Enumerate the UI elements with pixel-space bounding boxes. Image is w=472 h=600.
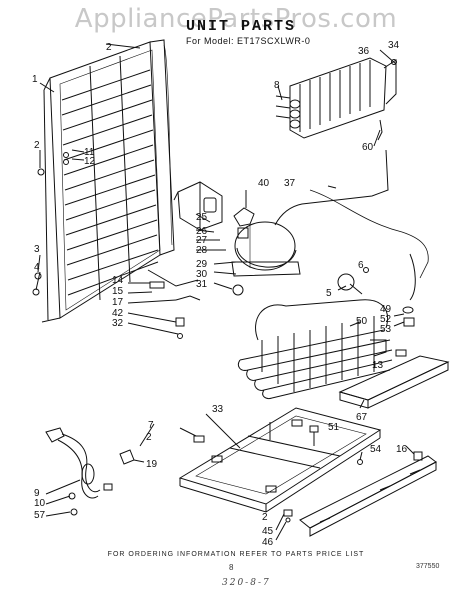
callout-34: 34: [388, 40, 400, 51]
base-frame: [180, 408, 380, 512]
callout-25: 25: [196, 212, 208, 223]
watermark: AppliancePartsPros.com: [74, 4, 398, 34]
callout-10: 10: [34, 498, 46, 509]
callout-45: 45: [262, 526, 274, 537]
callout-26: 26: [196, 226, 208, 237]
callout-60: 60: [362, 142, 374, 153]
callout-53: 53: [380, 324, 392, 335]
callout-1: 1: [32, 74, 38, 85]
callout-9: 9: [34, 488, 40, 499]
callout-2: 2: [106, 42, 112, 53]
callout-15: 15: [112, 286, 124, 297]
callout-33: 33: [212, 404, 224, 415]
callout-16: 16: [396, 444, 408, 455]
callout-8: 8: [274, 80, 280, 91]
callout-52: 52: [380, 314, 392, 325]
callout-28: 28: [196, 245, 208, 256]
handwritten-mark: 320-8-7: [222, 578, 271, 588]
callout-17: 17: [112, 297, 124, 308]
ordering-info-note: FOR ORDERING INFORMATION REFER TO PARTS …: [107, 551, 365, 558]
base-rail: [300, 456, 436, 536]
callout-67: 67: [356, 412, 368, 423]
callout-4: 4: [34, 262, 40, 273]
callout-32: 32: [112, 318, 124, 329]
drain-pan: [340, 350, 448, 408]
callout-19: 19: [146, 459, 158, 470]
callout-31: 31: [196, 279, 208, 290]
relay-bracket: [174, 182, 222, 230]
callout-7: 7: [148, 420, 154, 431]
compressor: [232, 222, 300, 295]
evaporator-coil: [42, 40, 174, 322]
callout-40: 40: [258, 178, 270, 189]
callout-49: 49: [380, 304, 392, 315]
callout-27: 27: [196, 235, 208, 246]
callout-2: 2: [262, 512, 268, 523]
callout-29: 29: [196, 259, 208, 270]
callout-13: 13: [372, 360, 384, 371]
callout-54: 54: [370, 444, 382, 455]
callout-50: 50: [356, 316, 368, 327]
callout-11: 11: [84, 147, 95, 158]
callout-51: 51: [328, 422, 340, 433]
condenser: [276, 50, 397, 138]
callout-3: 3: [34, 244, 40, 255]
callout-12: 12: [84, 156, 96, 167]
callout-5: 5: [326, 288, 332, 299]
callout-labels: 2 1 2 11 12 3 4 14 15 17 42 32 25 26 27 …: [32, 40, 408, 548]
callout-6: 6: [358, 260, 364, 271]
power-cord: [46, 428, 112, 515]
callout-37: 37: [284, 178, 296, 189]
callout-42: 42: [112, 308, 124, 319]
callout-14: 14: [112, 275, 124, 286]
diagram-title: UNIT PARTS: [186, 18, 297, 35]
callout-57: 57: [34, 510, 46, 521]
diagram-subtitle: For Model: ET17SCXLWR-0: [186, 36, 311, 46]
document-number: 377550: [416, 563, 440, 570]
callout-36: 36: [358, 46, 370, 57]
callout-46: 46: [262, 537, 274, 548]
callout-2: 2: [146, 432, 152, 443]
condenser-coil: [238, 300, 392, 399]
callout-30: 30: [196, 269, 208, 280]
callout-2: 2: [34, 140, 40, 151]
page-number: 8: [229, 563, 234, 572]
